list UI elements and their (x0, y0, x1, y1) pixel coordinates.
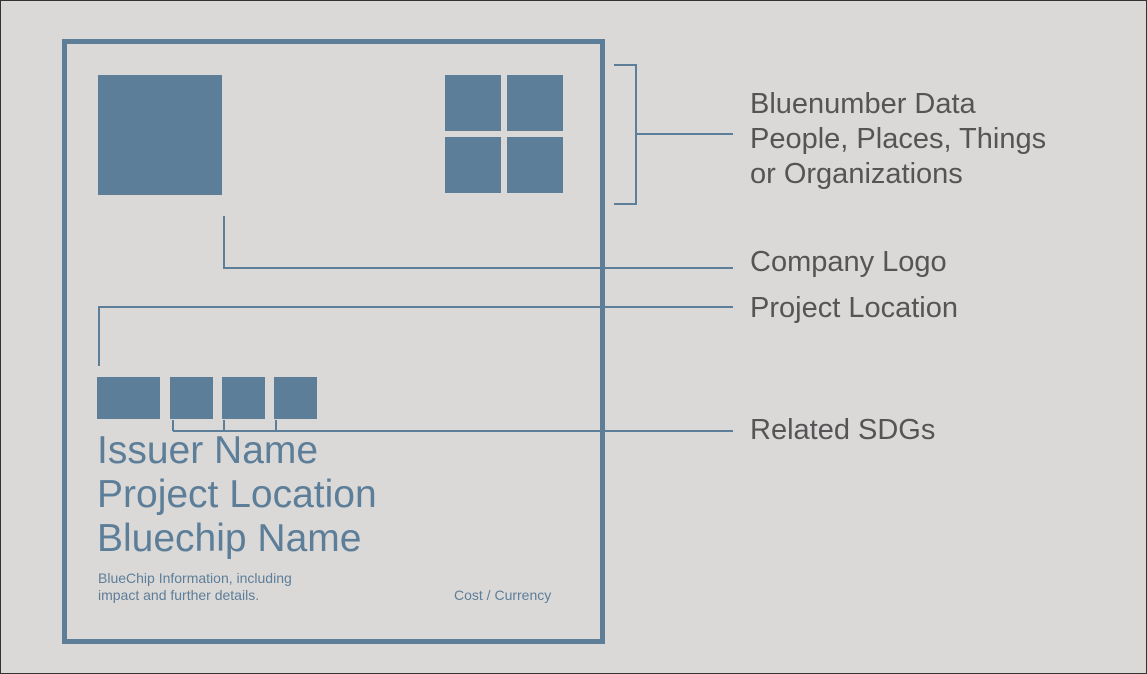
annotation-project-location: Project Location (750, 292, 958, 324)
bluechip-info-line-1: BlueChip Information, including (98, 570, 292, 586)
sdg-icon-1 (170, 377, 213, 419)
cost-currency: Cost / Currency (454, 587, 552, 603)
bluenumber-tile-1 (445, 75, 501, 131)
sdg-icon-2 (222, 377, 265, 419)
annotation-bluenumber-line-3: or Organizations (750, 158, 963, 190)
issuer-name: Issuer Name (97, 429, 319, 472)
project-location-flag (97, 377, 160, 419)
bluechip-info-line-2: impact and further details. (98, 587, 260, 603)
project-location-text: Project Location (97, 473, 377, 516)
annotation-related-sdgs: Related SDGs (750, 414, 936, 446)
annotation-company-logo: Company Logo (750, 246, 947, 278)
annotation-bluenumber-line-1: Bluenumber Data (750, 88, 976, 120)
bluenumber-tile-4 (507, 137, 563, 193)
bluechip-name: Bluechip Name (97, 517, 362, 560)
sdg-icon-3 (274, 377, 317, 419)
bluechip-card: Issuer Name Project Location Bluechip Na… (62, 39, 605, 644)
bluenumber-tile-3 (445, 137, 501, 193)
bluenumber-bracket (614, 64, 637, 205)
company-logo-placeholder (98, 75, 222, 195)
annotation-bluenumber-line-2: People, Places, Things (750, 123, 1047, 155)
company-logo-connector (223, 216, 733, 269)
bluenumber-tile-2 (507, 75, 563, 131)
project-location-connector (98, 306, 733, 366)
